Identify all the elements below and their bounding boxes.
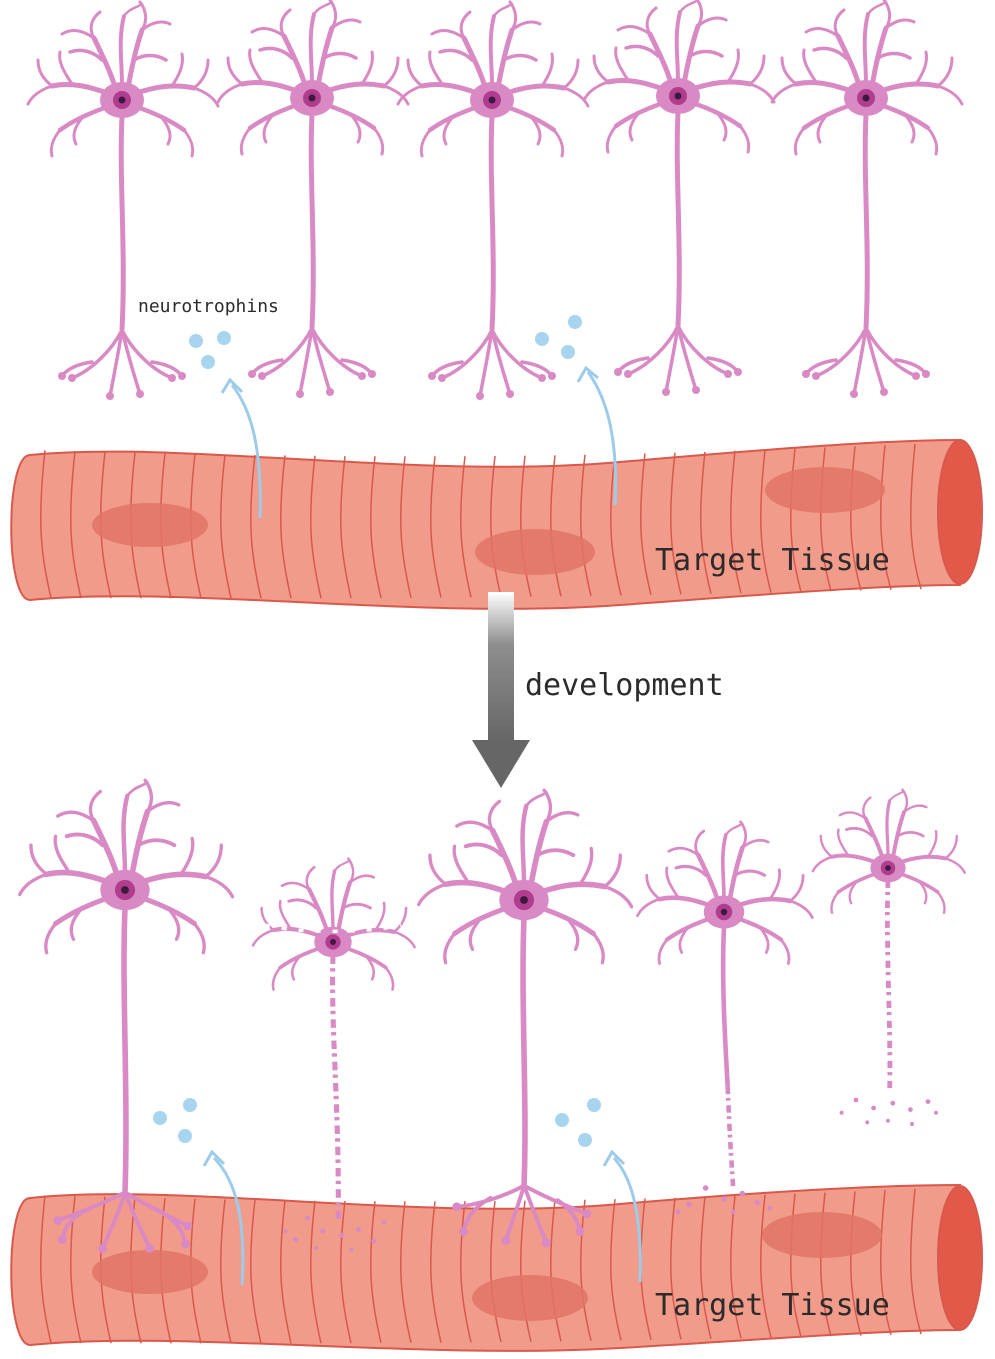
neuron-bottom-3-healthy bbox=[419, 790, 632, 1247]
neuron-top-2 bbox=[218, 0, 408, 398]
top-panel: Target Tissue neurotrophins bbox=[11, 0, 982, 609]
neurotrophin-dots-right bbox=[535, 315, 582, 359]
target-tissue-top: Target Tissue bbox=[11, 440, 982, 609]
neuron-bottom-2-degenerating bbox=[253, 859, 415, 1252]
development-arrow: development bbox=[472, 592, 724, 788]
neuron-bottom-5-degenerating bbox=[813, 790, 965, 1126]
neurotrophin-dots-left bbox=[189, 331, 231, 369]
neuron-bottom-1-healthy bbox=[20, 780, 233, 1253]
neurotrophin-dots-bottom-left bbox=[153, 1098, 197, 1143]
bottom-panel: Target Tissue bbox=[11, 780, 982, 1351]
neuron-top-5 bbox=[772, 0, 962, 398]
development-label: development bbox=[525, 668, 724, 703]
neurotrophin-dots-bottom-right bbox=[555, 1098, 601, 1147]
neurotrophins-label: neurotrophins bbox=[138, 296, 279, 317]
target-tissue-label-bottom: Target Tissue bbox=[655, 1288, 890, 1323]
neuron-top-3 bbox=[398, 2, 588, 400]
target-tissue-label-top: Target Tissue bbox=[655, 543, 890, 578]
neuron-bottom-4-degenerating bbox=[638, 822, 813, 1214]
neuron-top-4 bbox=[584, 0, 774, 396]
